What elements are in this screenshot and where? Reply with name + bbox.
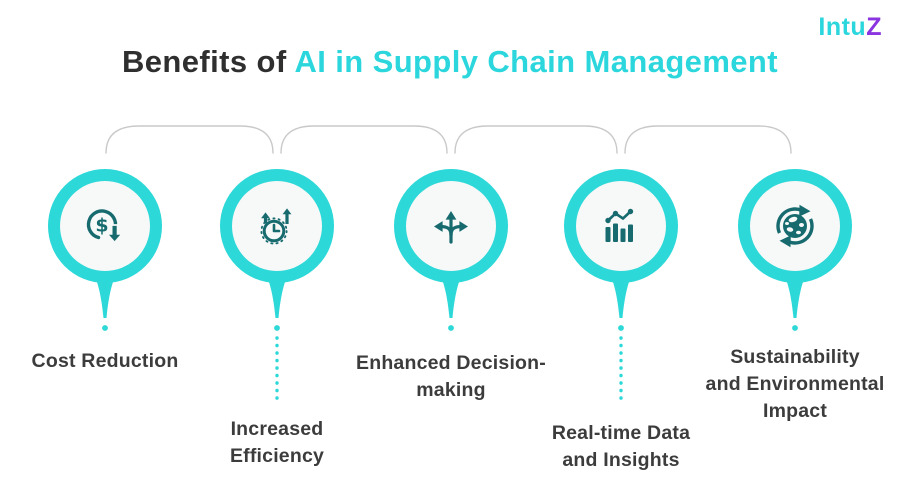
connector-arc (454, 125, 618, 154)
bar-line-chart-icon (605, 208, 634, 242)
intuz-logo[interactable]: IntuZ (818, 15, 882, 40)
map-pin: $ (48, 169, 162, 331)
connector-arc (280, 125, 448, 154)
item-label: Increased Efficiency (229, 418, 325, 467)
map-pin (738, 169, 852, 331)
map-pin (394, 169, 508, 331)
tail-end-dot (618, 325, 624, 331)
globe-recycle-icon (776, 204, 814, 248)
item-label: Sustainability and Environmental Impact (705, 346, 885, 422)
connector-arc (624, 125, 792, 154)
clock-arrows-up-icon (260, 208, 292, 245)
three-way-arrow-icon (434, 211, 468, 244)
connector-arc (105, 125, 274, 154)
map-pin (220, 169, 334, 401)
pin-inner-circle (60, 181, 150, 271)
pin-drip (435, 264, 467, 318)
svg-text:$: $ (95, 215, 108, 237)
pin-drip (261, 264, 293, 318)
connector-arcs (105, 125, 792, 154)
item-label: Enhanced Decision- making (356, 352, 546, 401)
dollar-decrease-icon: $ (86, 209, 125, 244)
logo-text-accent: Z (866, 13, 882, 41)
item-label: Cost Reduction (31, 350, 179, 372)
tail-end-dot (792, 325, 798, 331)
tail-end-dot (274, 325, 280, 331)
pin-inner-circle (576, 181, 666, 271)
map-pin (564, 169, 678, 401)
pin-drip (89, 264, 121, 318)
pin-drip (779, 264, 811, 318)
tail-end-dot (448, 325, 454, 331)
title-prefix: Benefits of (122, 44, 295, 79)
logo-text-main: Intu (818, 13, 867, 41)
title-highlight: AI in Supply Chain Management (294, 44, 778, 79)
tail-end-dot (102, 325, 108, 331)
pin-drip (605, 264, 637, 318)
item-label: Real-time Data and Insights (551, 422, 691, 471)
page-title: Benefits of AI in Supply Chain Managemen… (0, 44, 900, 80)
pin-inner-circle (232, 181, 322, 271)
